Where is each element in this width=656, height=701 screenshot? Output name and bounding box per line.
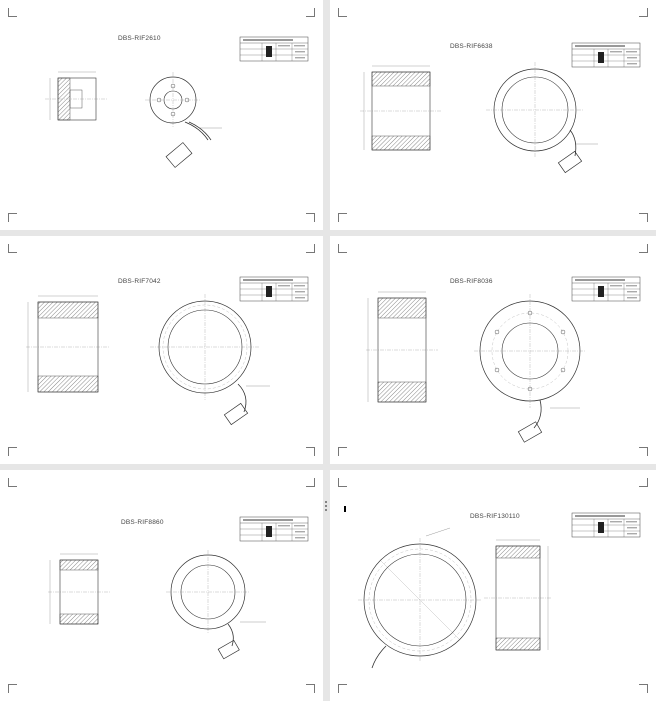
side-section-view — [48, 553, 110, 625]
corner-mark — [338, 8, 347, 17]
title-block — [571, 276, 641, 302]
corner-mark — [306, 478, 315, 487]
drawing-title: DBS-RIF6638 — [450, 43, 493, 50]
front-view — [474, 294, 586, 443]
corner-mark — [639, 244, 648, 253]
corner-mark — [306, 213, 315, 222]
corner-mark — [639, 478, 648, 487]
corner-mark — [639, 684, 648, 693]
side-section-view — [484, 539, 552, 651]
title-block — [571, 512, 641, 538]
corner-mark — [8, 244, 17, 253]
side-section-view — [360, 65, 442, 151]
drawing-sheet-rif6638: DBS-RIF6638 — [330, 0, 656, 230]
corner-mark — [639, 447, 648, 456]
corner-mark — [8, 684, 17, 693]
drawing-title: DBS-RIF2610 — [118, 35, 161, 42]
side-section-view — [366, 291, 438, 403]
drawing-sheet-rif2610: DBS-RIF2610 — [0, 0, 323, 230]
corner-mark — [639, 213, 648, 222]
front-view — [486, 62, 598, 174]
corner-mark — [639, 8, 648, 17]
title-block — [239, 516, 309, 542]
corner-mark — [306, 8, 315, 17]
technical-drawing — [48, 516, 309, 660]
text-cursor — [344, 506, 346, 512]
corner-mark — [338, 213, 347, 222]
corner-mark — [8, 478, 17, 487]
corner-mark — [306, 447, 315, 456]
technical-drawing — [360, 42, 641, 174]
side-section-view — [45, 71, 108, 121]
side-section-view — [26, 295, 110, 393]
drawing-sheet-rif7042: DBS-RIF7042 — [0, 236, 323, 464]
drawing-title: DBS-RIF130110 — [470, 513, 520, 520]
technical-drawing — [366, 276, 641, 443]
technical-drawing — [45, 36, 309, 168]
drawing-sheet-rif8036: DBS-RIF8036 — [330, 236, 656, 464]
drawing-title: DBS-RIF8860 — [121, 519, 164, 526]
drawing-title: DBS-RIF8036 — [450, 278, 493, 285]
corner-mark — [306, 244, 315, 253]
drawing-title: DBS-RIF7042 — [118, 278, 161, 285]
corner-mark — [306, 684, 315, 693]
front-view — [145, 72, 222, 168]
title-block — [571, 42, 641, 68]
drag-handle[interactable] — [323, 500, 330, 520]
technical-drawing — [358, 512, 641, 669]
front-view — [150, 294, 270, 426]
corner-mark — [8, 213, 17, 222]
corner-mark — [338, 478, 347, 487]
corner-mark — [8, 447, 17, 456]
front-view — [166, 550, 266, 660]
corner-mark — [8, 8, 17, 17]
title-block — [239, 276, 309, 302]
corner-mark — [338, 684, 347, 693]
drawing-sheet-rif8860: DBS-RIF8860 — [0, 470, 323, 701]
corner-mark — [338, 447, 347, 456]
corner-mark — [338, 244, 347, 253]
technical-drawing — [26, 276, 309, 426]
title-block — [239, 36, 309, 62]
drawing-sheet-rif130110: DBS-RIF130110 — [330, 470, 656, 701]
front-view — [358, 527, 482, 669]
